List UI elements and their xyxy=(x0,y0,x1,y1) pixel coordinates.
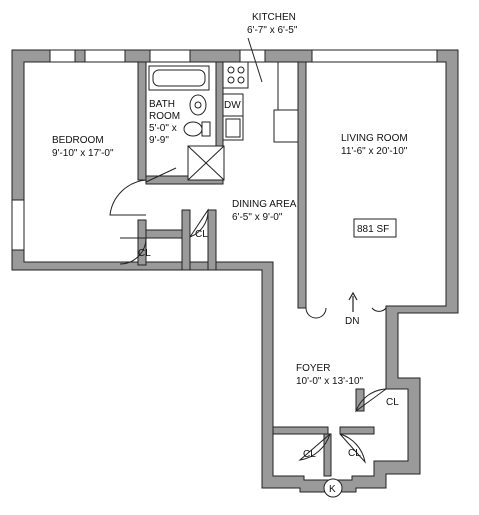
dining-area-name: DINING AREA xyxy=(232,199,297,210)
bathroom-name-2: ROOM xyxy=(149,111,180,122)
area-box xyxy=(353,218,397,238)
down-arrow xyxy=(348,291,358,312)
bedroom-name: BEDROOM xyxy=(52,135,104,146)
bathroom-size-1: 5'-0" x xyxy=(149,123,177,134)
bedroom-size: 9'-10" x 17'-0" xyxy=(52,148,114,159)
dining-area-size: 6'-5" x 9'-0" xyxy=(232,212,283,223)
kitchen-fixtures xyxy=(222,61,299,143)
compass-label: K xyxy=(329,484,336,495)
kitchen-name: KITCHEN xyxy=(252,12,296,23)
area-label: 881 SF xyxy=(357,224,389,235)
bathroom-size-2: 9'-9" xyxy=(149,135,169,146)
door-swings xyxy=(109,167,387,464)
closet-label-bedroom: CL xyxy=(138,248,151,259)
closet-label-dining: CL xyxy=(195,229,208,240)
compass-circle xyxy=(323,478,343,498)
closet-label-foyer-left: CL xyxy=(303,449,316,460)
living-room-size: 11'-6" x 20'-10" xyxy=(341,146,408,157)
closet-label-foyer-center: CL xyxy=(348,448,361,459)
kitchen-size: 6'-7" x 6'-5" xyxy=(247,25,298,36)
down-label: DN xyxy=(345,316,359,327)
bathroom-name-1: BATH xyxy=(149,99,175,110)
closet-label-foyer-right: CL xyxy=(386,397,399,408)
window-marks xyxy=(11,49,438,251)
exterior-wall xyxy=(11,49,459,493)
foyer-size: 10'-0" x 13'-10" xyxy=(296,376,364,387)
foyer-name: FOYER xyxy=(296,363,330,374)
bathroom-fixtures xyxy=(148,65,225,181)
kitchen-leader xyxy=(247,37,263,83)
dishwasher-label: DW xyxy=(224,100,241,111)
living-room-name: LIVING ROOM xyxy=(341,133,408,144)
